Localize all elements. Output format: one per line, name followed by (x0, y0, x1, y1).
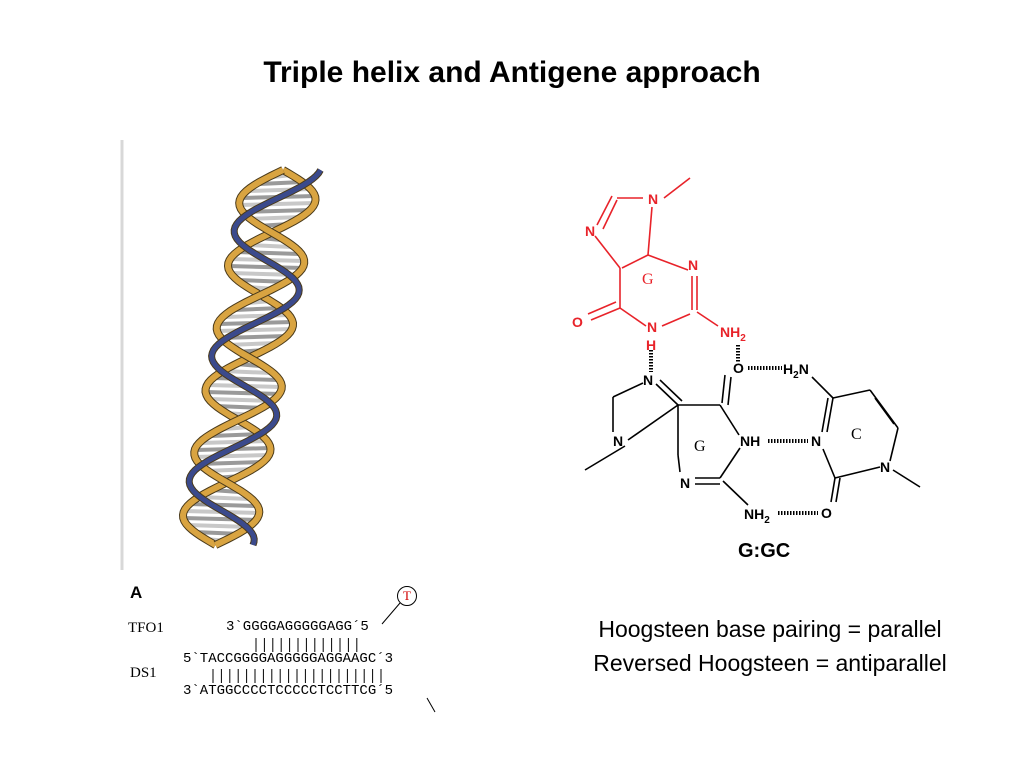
panel-label: A (130, 583, 143, 602)
atom-n1-cytosine: N (880, 459, 890, 475)
tfo-pairing-bars (255, 638, 358, 652)
blue-third-strand (186, 168, 323, 546)
base-pair-rung (216, 327, 293, 333)
bottom-pointer (426, 697, 436, 713)
atom-n7: N (585, 223, 595, 239)
atom-o2-cytosine: O (821, 505, 832, 521)
base-pair-rung (210, 432, 261, 438)
atom-n9: N (648, 191, 658, 207)
hoogsteen-atom-labels: N N N N O NH2 H (572, 191, 746, 353)
atom-nh2: NH2 (720, 324, 746, 344)
triple-helix-illustration (120, 140, 324, 570)
hydrogen-bonds (649, 345, 818, 515)
ds-top-sequence: 5`TACCGGGGAGGGGGAGGAAGC´3 (183, 651, 394, 667)
base-pair-rung (236, 250, 300, 256)
mutation-pointer (381, 602, 401, 625)
ds-pairing-bars (212, 669, 382, 683)
slide-title: Triple helix and Antigene approach (263, 56, 761, 89)
atom-nh-lower: NH (740, 433, 760, 449)
base-pair-rung (224, 313, 290, 319)
atom-n9-lower: N (613, 433, 623, 449)
atom-n3-lower: N (680, 475, 690, 491)
atom-n3-cytosine: N (811, 433, 821, 449)
base-pair-rung (239, 201, 315, 207)
watson-crick-guanine-bonds (584, 374, 749, 506)
cytosine-bonds (811, 376, 921, 503)
ring-label-c: C (851, 426, 862, 443)
ggc-triplet-structure: N N N N O NH2 H G N N N NH O NH2 H2N N N… (572, 177, 921, 526)
gold-strand-b (191, 167, 308, 548)
watson-crick-atom-labels: N N N NH O NH2 H2N N N O (613, 360, 890, 526)
base-pair-rung (198, 495, 250, 501)
base-pair-rung (205, 390, 281, 396)
atom-n3: N (688, 257, 698, 273)
base-pair-rung (189, 502, 257, 508)
base-pair-rung (194, 453, 270, 459)
base-pair-rung (201, 439, 268, 445)
hoogsteen-description: Hoogsteen base pairing = parallel (598, 616, 942, 642)
atom-o6: O (572, 314, 583, 330)
base-pair-rung (183, 516, 258, 522)
base-pair-rung (212, 376, 279, 382)
atom-nh2-lower: NH2 (744, 506, 770, 526)
base-pair-rung (186, 523, 252, 529)
reversed-hoogsteen-description: Reversed Hoogsteen = antiparallel (593, 650, 947, 676)
ds-bottom-sequence: 3`ATGGCCCCTCCCCCTCCTTCG´5 (183, 683, 394, 699)
ds-label: DS1 (130, 665, 157, 681)
base-pair-rung (259, 180, 303, 186)
atom-h: H (646, 337, 656, 353)
atom-h2n-cytosine: H2N (783, 361, 809, 381)
ring-label-top-g: G (642, 271, 654, 288)
base-pair-rung (234, 306, 282, 312)
tfo-sequence: 3`GGGGAGGGGGAGG´5 (226, 619, 369, 635)
ring-label-lower-g: G (694, 438, 706, 455)
atom-o6-lower: O (733, 360, 744, 376)
atom-n1: N (647, 319, 657, 335)
atom-n7-lower: N (643, 372, 653, 388)
hoogsteen-guanine-bonds (587, 177, 719, 327)
base-pair-rung (227, 264, 304, 270)
mutation-marker: T (397, 586, 417, 606)
base-pair-rung (222, 369, 271, 375)
tfo-label: TFO1 (128, 620, 164, 636)
helix-strands (178, 166, 324, 549)
triplet-caption: G:GC (738, 540, 791, 562)
